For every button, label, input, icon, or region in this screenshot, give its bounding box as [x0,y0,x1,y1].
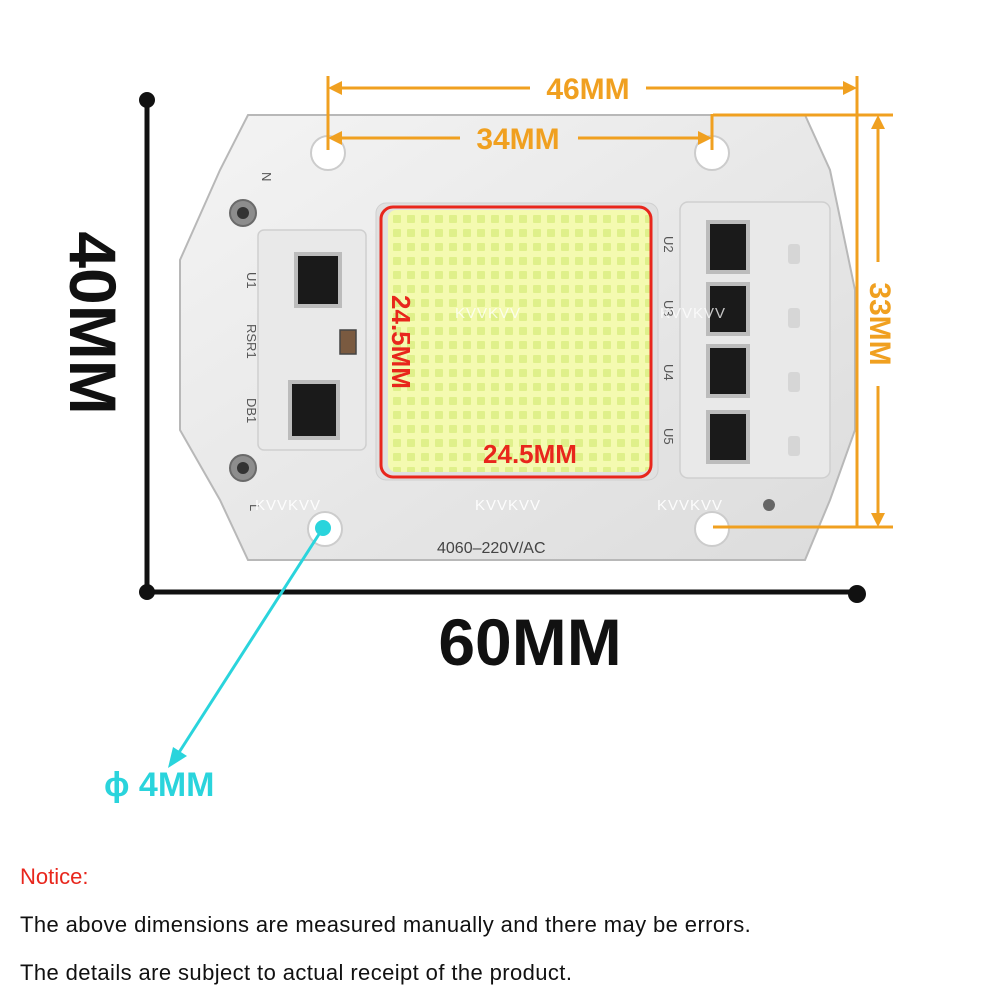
chip-u4 [706,344,750,398]
watermark-right-mid: KVVKVV [660,305,726,322]
notice-line-2: The details are subject to actual receip… [20,960,573,985]
right-component-pad [679,201,831,479]
axis-lines [139,92,866,603]
terminal-l [229,454,257,482]
led-width-label: 24.5MM [483,439,577,469]
silk-d: DB1 [244,398,259,423]
chip-u3 [706,282,750,336]
chip-u5 [706,410,750,464]
silk-rs: RSR1 [244,324,259,359]
hole-diameter-label: ϕ 4MM [104,766,214,804]
watermark-left: KVVKVV [255,497,321,514]
silk-u5: U5 [661,428,676,445]
chip-u1 [294,252,342,308]
led-height-label: 24.5MM [386,295,416,389]
watermark-center: KVVKVV [455,305,521,322]
dim-34mm [328,114,714,150]
dim-46mm-label: 46MM [546,73,629,106]
dim-40mm-label: 40MM [56,231,130,414]
model-text: 4060–220V/AC [437,540,546,557]
silk-n: N [259,172,274,181]
dim-33mm [713,113,893,529]
silk-l: L [247,504,262,511]
watermark-right: KVVKVV [657,497,723,514]
notice-title: Notice: [20,864,89,889]
led-outline [379,205,653,479]
notice-line-1: The above dimensions are measured manual… [20,912,752,937]
dim-60mm-label: 60MM [438,605,621,679]
resistor-rs1 [339,329,357,355]
silk-u4: U4 [661,364,676,381]
dim-46mm [326,76,859,528]
fiducial-dot [763,499,775,511]
silk-u3: U3 [661,300,676,317]
chip-db1 [288,380,340,440]
dim-33mm-label: 33MM [863,282,896,365]
hole-callout [168,520,331,768]
dim-34mm-label: 34MM [476,123,559,156]
chip-u2 [706,220,750,274]
right-pad-marks [788,244,800,456]
led-array [388,210,650,472]
silk-u2: U2 [661,236,676,253]
mounting-hole-bottom-right [694,511,730,547]
terminal-n [229,199,257,227]
silk-u1: U1 [244,272,259,289]
watermark-mid: KVVKVV [475,497,541,514]
